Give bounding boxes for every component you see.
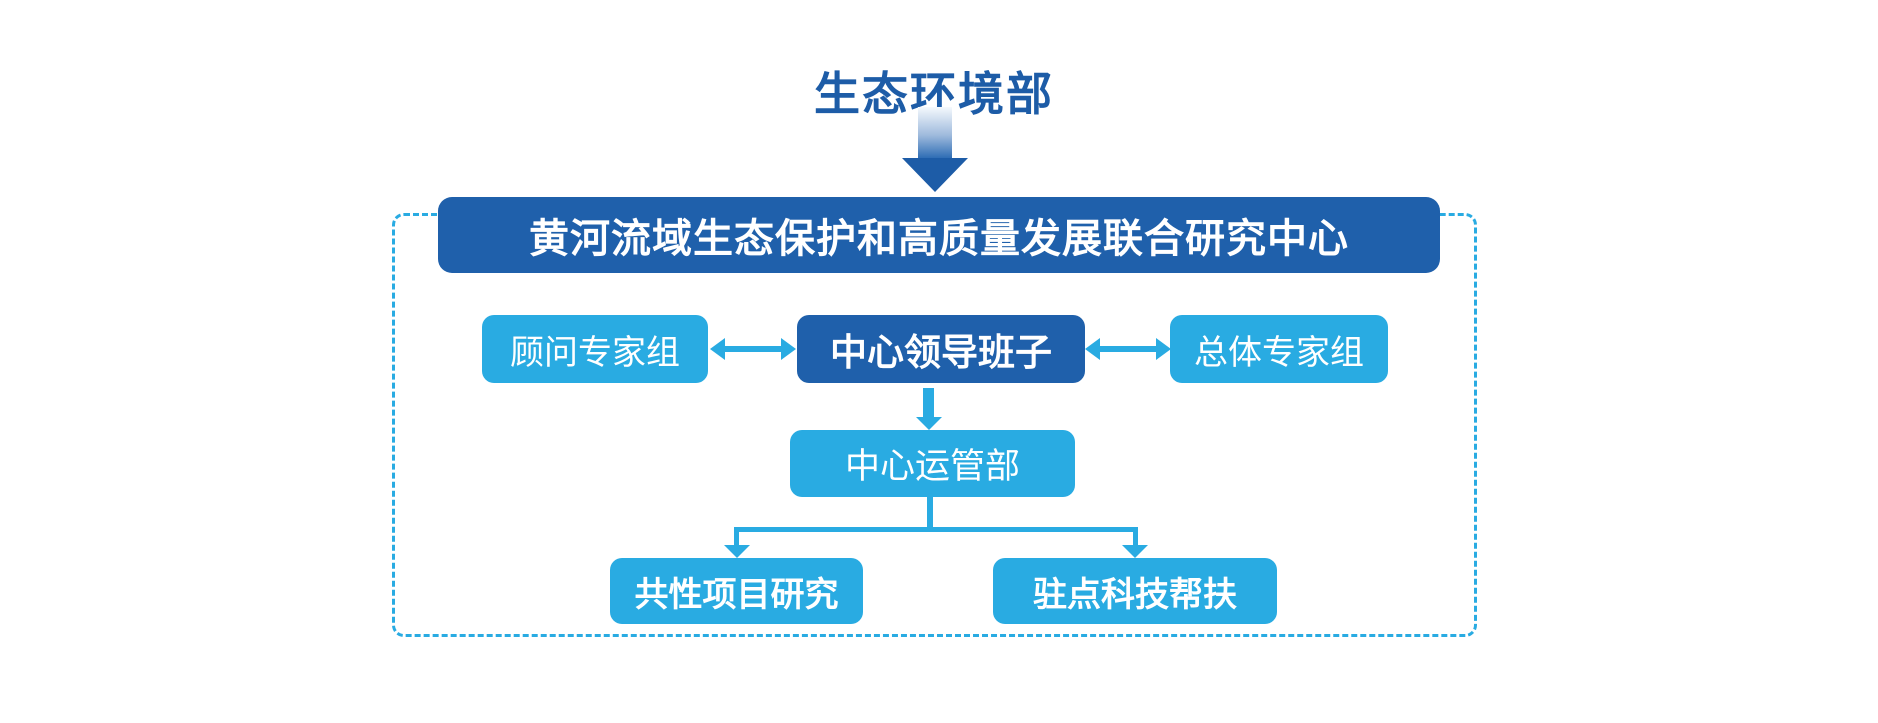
resident-tech-assistance-box: 驻点科技帮扶 [993, 558, 1277, 624]
operations-dept-box: 中心运管部 [790, 430, 1075, 497]
center-box-label: 黄河流域生态保护和高质量发展联合研究中心 [529, 217, 1349, 261]
advisory-expert-group-label: 顾问专家组 [510, 333, 680, 372]
leadership-team-label: 中心领导班子 [830, 332, 1052, 373]
resident-tech-assistance-label: 驻点科技帮扶 [1033, 575, 1237, 614]
double-arrow-right-head-right-icon [1156, 338, 1171, 360]
branch-right-arm [1133, 527, 1138, 546]
double-arrow-left-line [724, 346, 782, 352]
double-arrow-left-head-left-icon [710, 338, 725, 360]
center-box: 黄河流域生态保护和高质量发展联合研究中心 [438, 197, 1440, 273]
double-arrow-right-line [1099, 346, 1157, 352]
branch-left-arm [734, 527, 739, 546]
branch-left-arrow-head-icon [724, 545, 750, 558]
gradient-arrow-head-icon [902, 158, 968, 192]
common-project-research-box: 共性项目研究 [610, 558, 863, 624]
branch-horizontal-line [734, 527, 1138, 532]
common-project-research-label: 共性项目研究 [634, 575, 839, 614]
operations-dept-label: 中心运管部 [844, 447, 1020, 486]
overall-expert-group-box: 总体专家组 [1170, 315, 1388, 383]
double-arrow-right-head-left-icon [1085, 338, 1100, 360]
gradient-arrow-stem [918, 107, 952, 159]
overall-expert-group-label: 总体专家组 [1194, 333, 1364, 372]
leadership-to-operations-arrow-stem [923, 388, 934, 417]
leadership-team-box: 中心领导班子 [797, 315, 1085, 383]
branch-right-arrow-head-icon [1122, 545, 1148, 558]
leadership-to-operations-arrow-head-icon [916, 417, 942, 430]
double-arrow-left-head-right-icon [781, 338, 796, 360]
operations-branch-stem [927, 497, 933, 530]
advisory-expert-group-box: 顾问专家组 [482, 315, 708, 383]
